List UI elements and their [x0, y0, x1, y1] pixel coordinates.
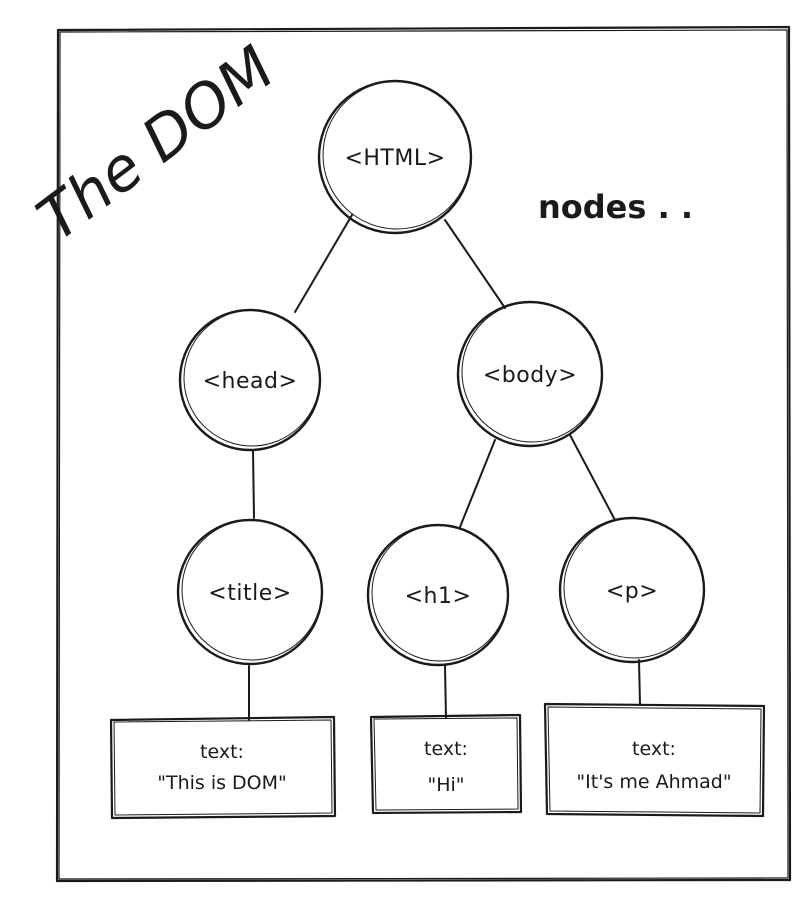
node-p-label: <p>: [606, 579, 658, 604]
node-p: <p>: [558, 516, 706, 664]
tree-edges: [248, 214, 641, 721]
leaf-p-text: text: "It's me Ahmad": [543, 702, 766, 818]
edge-h1-text: [444, 665, 447, 719]
leaf-p-line2: "It's me Ahmad": [576, 771, 731, 793]
leaf-title-line2: "This is DOM": [157, 772, 287, 794]
node-h1-label: <h1>: [405, 584, 472, 609]
edge-html-head: [294, 214, 353, 313]
node-title: <title>: [176, 518, 324, 666]
node-h1: <h1>: [366, 523, 510, 667]
node-head: <head>: [178, 308, 322, 452]
node-title-label: <title>: [208, 581, 291, 606]
edge-html-body: [444, 219, 506, 309]
edge-body-p: [569, 434, 616, 521]
edge-head-title: [252, 449, 255, 519]
diagram-title: The DOM: [25, 33, 287, 255]
leaf-title-text: text: "This is DOM": [109, 715, 337, 820]
nodes-annotation: nodes . .: [538, 188, 693, 226]
leaf-h1-text: text: "Hi": [369, 713, 523, 815]
leaf-h1-line2: "Hi": [427, 774, 464, 796]
edge-p-text: [638, 659, 641, 706]
outer-frame: [55, 25, 792, 883]
node-html-label: <HTML>: [344, 146, 445, 171]
leaf-p-line1: text:: [632, 738, 676, 760]
leaf-title-line1: text:: [200, 741, 244, 763]
edge-body-h1: [459, 439, 496, 528]
node-head-label: <head>: [203, 369, 298, 394]
node-body-label: <body>: [483, 363, 577, 388]
leaf-h1-line1: text:: [424, 738, 468, 760]
node-html: <HTML>: [317, 79, 473, 235]
node-body: <body>: [456, 300, 604, 448]
